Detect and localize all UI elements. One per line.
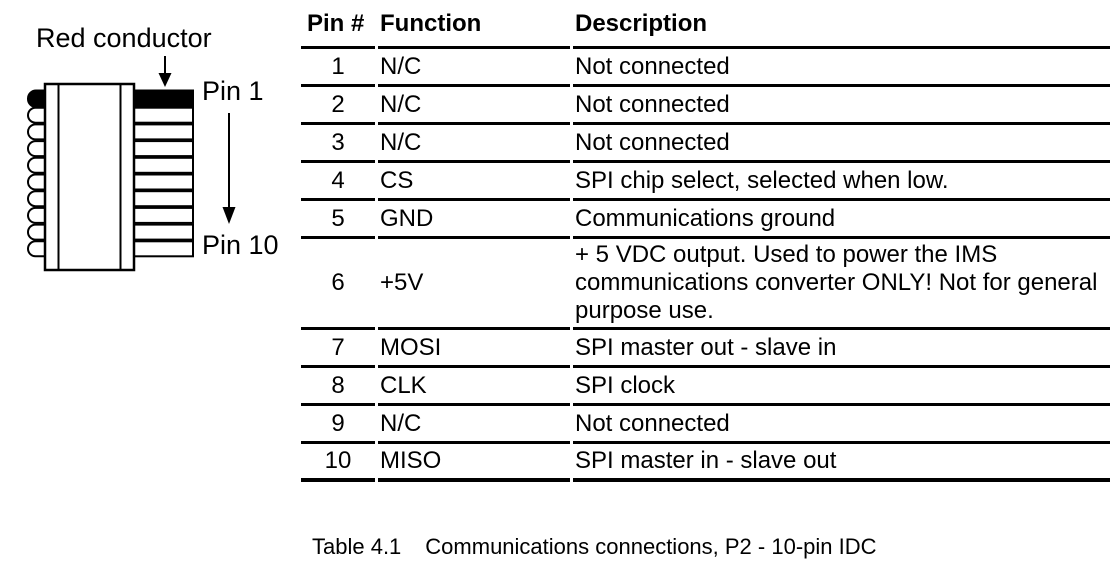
connector-diagram: Red conductor Pin 1 Pin 10 [27,23,279,272]
cell-function: CLK [378,368,570,406]
cell-function: MISO [378,444,570,482]
table-row: 3 N/C Not connected [301,125,1110,163]
cell-description: SPI chip select, selected when low. [573,163,1110,201]
pin-order-arrow [222,113,236,224]
pin1-label: Pin 1 [202,76,264,106]
cell-pin: 2 [301,87,375,125]
cell-pin: 6 [301,239,375,330]
column-header-pin: Pin # [301,10,375,49]
table-row: 10 MISO SPI master in - slave out [301,444,1110,482]
cell-function: GND [378,201,570,239]
cell-description: SPI clock [573,368,1110,406]
table-row: 7 MOSI SPI master out - slave in [301,330,1110,368]
cell-description: Not connected [573,406,1110,444]
caption-label: Table 4.1 [312,534,402,559]
column-header-description: Description [573,10,1110,49]
cell-description: Not connected [573,125,1110,163]
cell-description: + 5 VDC output. Used to power the IMS co… [573,239,1110,330]
table-row: 1 N/C Not connected [301,49,1110,87]
table-row: 5 GND Communications ground [301,201,1110,239]
red-conductor-label: Red conductor [36,23,212,53]
cell-description: Not connected [573,87,1110,125]
ribbon-wires [133,89,194,258]
cell-function: MOSI [378,330,570,368]
pin-table: Pin # Function Description 1 N/C Not con… [298,10,1113,482]
cell-function: N/C [378,125,570,163]
table-caption: Table 4.1 Communications connections, P2 … [312,534,877,560]
cell-pin: 3 [301,125,375,163]
cell-description: SPI master in - slave out [573,444,1110,482]
cell-function: N/C [378,49,570,87]
cell-pin: 5 [301,201,375,239]
table-row: 6 +5V + 5 VDC output. Used to power the … [301,239,1110,330]
caption-text: Communications connections, P2 - 10-pin … [425,534,877,559]
table-row: 2 N/C Not connected [301,87,1110,125]
cell-pin: 4 [301,163,375,201]
cell-pin: 8 [301,368,375,406]
header-row: Pin # Function Description [301,10,1110,49]
cell-function: N/C [378,87,570,125]
red-conductor-arrow [158,56,172,87]
cell-function: CS [378,163,570,201]
cell-description: Not connected [573,49,1110,87]
column-header-function: Function [378,10,570,49]
pin10-label: Pin 10 [202,230,279,260]
cell-pin: 1 [301,49,375,87]
connector-body [43,82,136,272]
cell-description: SPI master out - slave in [573,330,1110,368]
cell-pin: 10 [301,444,375,482]
cell-function: N/C [378,406,570,444]
cell-pin: 7 [301,330,375,368]
cell-description: Communications ground [573,201,1110,239]
table-row: 9 N/C Not connected [301,406,1110,444]
cell-function: +5V [378,239,570,330]
cell-pin: 9 [301,406,375,444]
table-row: 8 CLK SPI clock [301,368,1110,406]
table-row: 4 CS SPI chip select, selected when low. [301,163,1110,201]
